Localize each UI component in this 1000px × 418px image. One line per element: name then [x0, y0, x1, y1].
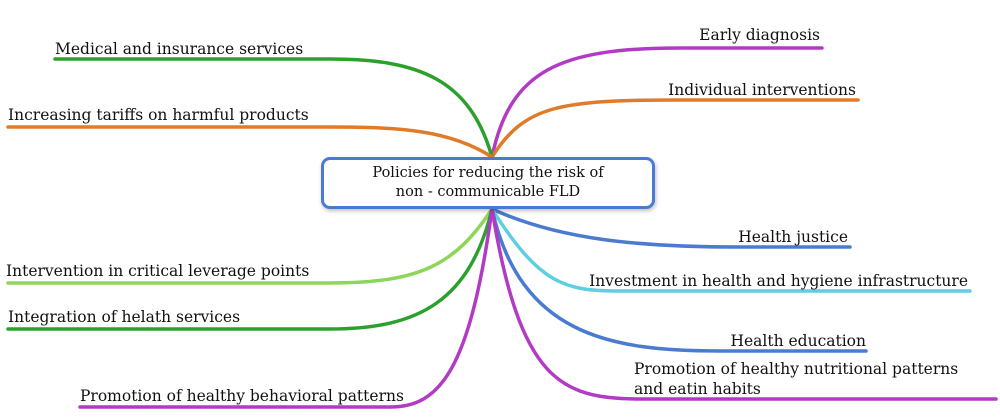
connector-medical-insurance — [53, 57, 494, 159]
connector-investment-infrastructure — [490, 207, 972, 293]
label-critical-leverage: Intervention in critical leverage points — [6, 262, 309, 280]
connector-behavioral-patterns — [78, 207, 494, 409]
connector-nutritional-patterns — [490, 207, 998, 401]
label-integration-services: Integration of helath services — [8, 308, 240, 326]
label-health-justice: Health justice — [738, 228, 848, 246]
connector-health-justice — [490, 207, 852, 249]
connector-critical-leverage — [6, 207, 494, 285]
label-individual-interventions: Individual interventions — [668, 81, 856, 99]
connector-increasing-tariffs — [6, 125, 494, 159]
label-behavioral-patterns: Promotion of healthy behavioral patterns — [80, 387, 404, 405]
connector-health-education — [490, 207, 868, 353]
connector-individual-interventions — [490, 98, 860, 159]
central-topic-line2: non - communicable FLD — [395, 184, 581, 200]
label-increasing-tariffs: Increasing tariffs on harmful products — [8, 106, 309, 124]
central-topic-line1: Policies for reducing the risk of — [372, 165, 604, 181]
label-investment-infrastructure: Investment in health and hygiene infrast… — [589, 272, 968, 290]
label-nutritional-patterns-line1: Promotion of healthy nutritional pattern… — [634, 360, 958, 378]
central-topic-text: Policies for reducing the risk of non - … — [372, 164, 603, 202]
label-nutritional-patterns-line2: and eatin habits — [634, 380, 761, 398]
connector-early-diagnosis — [490, 46, 824, 159]
central-topic-node: Policies for reducing the risk of non - … — [321, 157, 655, 209]
label-early-diagnosis: Early diagnosis — [699, 26, 820, 44]
connector-integration-services — [6, 207, 494, 331]
label-medical-insurance: Medical and insurance services — [55, 40, 303, 58]
label-health-education: Health education — [730, 332, 866, 350]
